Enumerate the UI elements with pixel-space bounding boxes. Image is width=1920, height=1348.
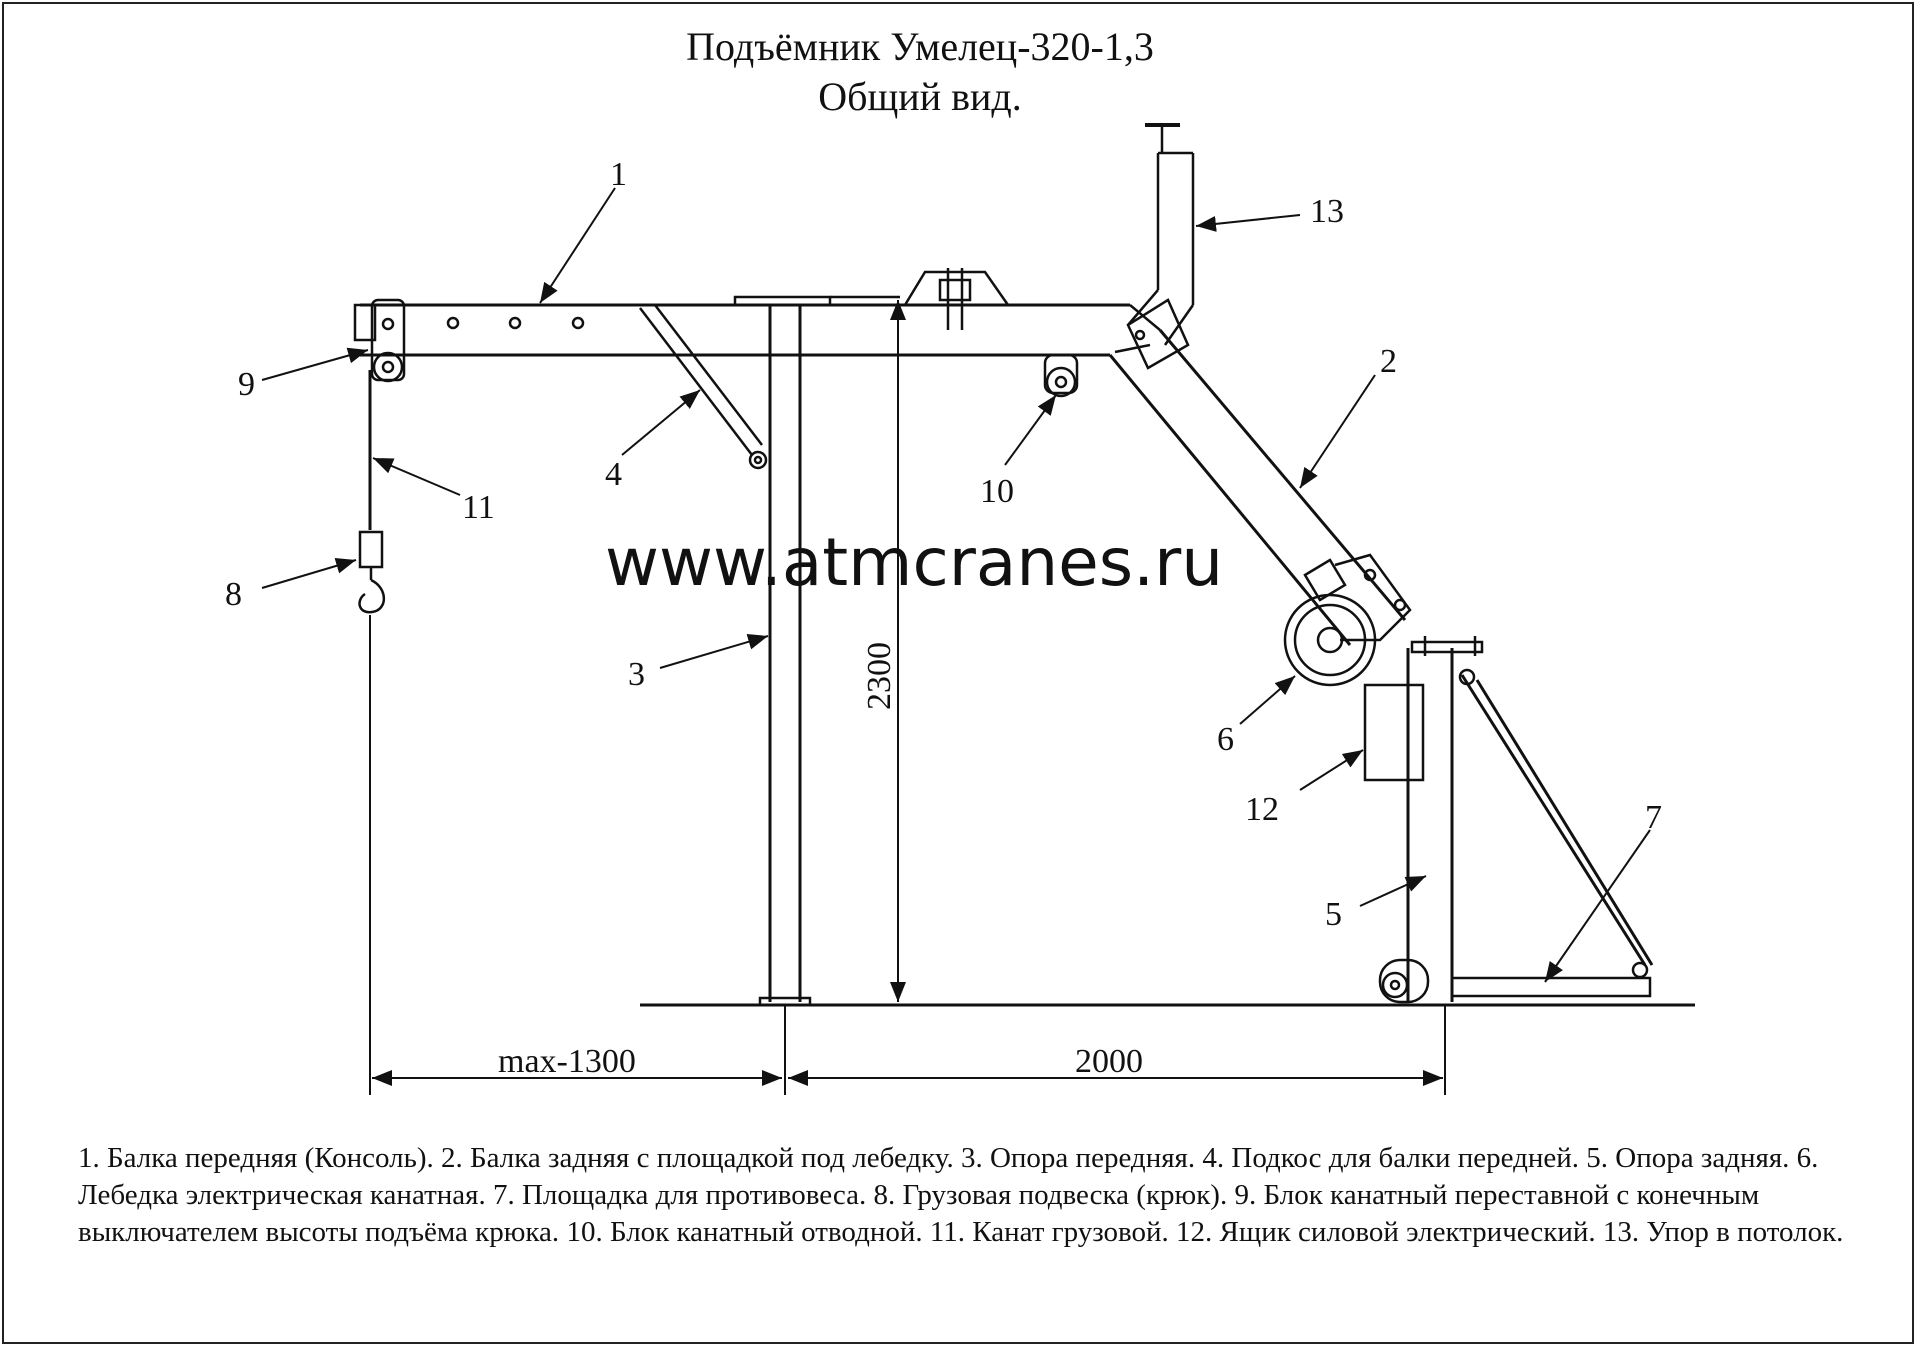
callout-4: 4 (605, 456, 622, 493)
drawing-subtitle: Общий вид. (818, 74, 1022, 119)
leader-12 (1299, 749, 1364, 791)
leader-9 (261, 347, 369, 381)
leader-6 (1239, 675, 1296, 725)
legend-item: 12. Ящик силовой электрический. (1176, 1216, 1596, 1248)
legend-item: 3. Опора передняя. (960, 1142, 1196, 1174)
leader-10 (1004, 394, 1057, 466)
dimension-height: 2300 (861, 642, 898, 710)
legend-item: 11. Канат грузовой. (929, 1216, 1169, 1248)
deflection-pulley-10 (1043, 353, 1079, 398)
legend-item: 6. Лебедка электрическая канатная. (78, 1142, 1819, 1211)
legend-item: 10. Блок канатный отводной. (566, 1216, 923, 1248)
leader-4 (621, 389, 701, 456)
dimension-left-span: max-1300 (498, 1043, 636, 1080)
legend-item: 13. Упор в потолок. (1602, 1216, 1844, 1248)
callout-11: 11 (462, 489, 495, 526)
callout-12: 12 (1245, 791, 1279, 828)
hoist-rope-and-hook (358, 370, 386, 614)
beam-top-plate (733, 268, 1010, 330)
dimension-right-span: 2000 (1075, 1043, 1143, 1080)
parts-legend: 1. Балка передняя (Консоль). 2. Балка за… (78, 1140, 1898, 1251)
callout-3: 3 (628, 656, 645, 693)
website-watermark: www.atmcranes.ru (605, 524, 1223, 601)
pulley-block-9 (370, 298, 406, 383)
leader-2 (1299, 374, 1376, 489)
callout-8: 8 (225, 576, 242, 613)
leader-13 (1195, 214, 1301, 232)
leader-11 (372, 457, 461, 496)
legend-item: 9. Блок канатный переставной с конечным … (78, 1179, 1760, 1248)
callout-6: 6 (1217, 721, 1234, 758)
leader-8 (261, 558, 357, 589)
legend-item: 4. Подкос для балки передней. (1202, 1142, 1580, 1174)
callout-5: 5 (1325, 896, 1342, 933)
power-box (1363, 683, 1425, 782)
legend-item: 2. Балка задняя с площадкой под лебедку. (441, 1142, 954, 1174)
leader-3 (659, 634, 769, 669)
legend-item: 1. Балка передняя (Консоль). (78, 1142, 434, 1174)
rear-support (1406, 636, 1484, 1002)
callout-1: 1 (610, 156, 627, 193)
callout-9: 9 (238, 366, 255, 403)
legend-item: 5. Опора задняя. (1586, 1142, 1790, 1174)
rear-beam (1108, 298, 1407, 646)
leader-7 (1544, 829, 1651, 983)
legend-item: 8. Грузовая подвеска (крюк). (873, 1179, 1228, 1211)
legend-item: 7. Площадка для противовеса. (492, 1179, 867, 1211)
electric-winch (1283, 553, 1412, 687)
callout-13: 13 (1310, 193, 1344, 230)
ceiling-stop (1127, 123, 1195, 346)
front-support (758, 305, 812, 1007)
counterweight-platform (1378, 674, 1654, 1004)
lift-schematic: 1 2 3 4 5 6 7 8 9 10 11 12 13 max-1300 2… (225, 123, 1695, 1095)
front-beam (353, 303, 1161, 357)
drawing-title: Подъёмник Умелец-320-1,3 (686, 24, 1154, 69)
front-beam-strut (639, 304, 768, 470)
leader-1 (539, 187, 616, 304)
callout-2: 2 (1380, 343, 1397, 380)
callout-10: 10 (980, 473, 1014, 510)
callout-7: 7 (1645, 799, 1662, 836)
leader-5 (1359, 875, 1427, 907)
